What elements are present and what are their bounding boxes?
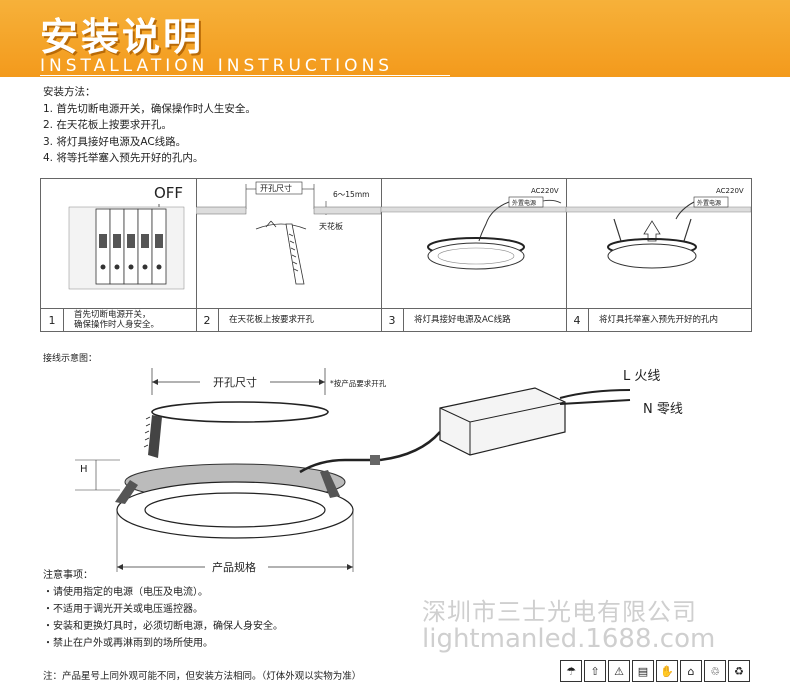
live-wire-label: L 火线 [623,369,660,384]
wiring-heading: 接线示意图： [43,354,98,364]
step-caption-2-line1: 在天花板上按要求开孔 [229,315,315,325]
insert-lamp-illustration: AC220V 外置电源 [565,187,752,269]
driver-label-4: 外置电源 [697,199,721,207]
page-subtitle: INSTALLATION INSTRUCTIONS [40,56,394,76]
steps-panel-strip: OFF 1 [40,178,752,332]
step-number-4: 4 [566,309,589,331]
step-caption-4-line1: 将灯具托举塞入预先开好的孔内 [599,315,719,325]
notes-heading: 注意事项： [43,570,93,581]
method-step-2: 2. 在天花板上按要求开孔。 [43,119,172,131]
neutral-wire-label: N 零线 [643,402,683,417]
step-caption-2: 2 在天花板上按要求开孔 [196,308,381,331]
recycle-icon: ♲ [704,660,726,682]
method-heading: 安装方法： [43,86,96,98]
step-caption-1-line2: 确保操作时人身安全。 [74,320,160,330]
note-item-1: ・请使用指定的电源（电压及电流）。 [43,587,208,598]
step-caption-1-line1: 首先切断电源开关， [74,310,151,320]
notes-section: 注意事项： ・请使用指定的电源（电压及电流）。 ・不适用于调光开关或电压遥控器。… [43,567,283,652]
watermark-company: 深圳市三士光电有限公司 [422,598,697,626]
step-panel-2: 开孔尺寸 6～15mm 天花板 2 在天花板上按要求开孔 [195,179,382,331]
header-banner: 安装说明 INSTALLATION INSTRUCTIONS [0,0,790,77]
step-panel-3: AC220V 外置电源 3 将灯具接好电源及AC线路 [380,179,567,331]
watermark-url: lightmanled.1688.com [422,624,716,654]
installation-method: 安装方法： 1. 首先切断电源开关，确保操作时人生安全。 2. 在天花板上按要求… [43,84,256,167]
no-hook-icon: ⌂ [680,660,702,682]
method-step-4: 4. 将等托举塞入预先开好的孔内。 [43,152,204,164]
off-label: OFF [154,184,183,202]
subtitle-underline [40,75,450,76]
ceiling-label: 天花板 [319,221,343,231]
step-caption-3-line1: 将灯具接好电源及AC线路 [414,315,511,325]
driver-label-3: 外置电源 [512,199,536,207]
method-step-3: 3. 将灯具接好电源及AC线路。 [43,135,187,148]
ceiling-cut-illustration: 开孔尺寸 6～15mm 天花板 [195,181,382,285]
step-number-3: 3 [381,309,404,331]
ac-label-3: AC220V [531,187,559,195]
step-number-2: 2 [196,309,219,331]
step-caption-3: 3 将灯具接好电源及AC线路 [381,308,566,331]
this-way-up-icon: ⇧ [584,660,606,682]
step-caption-4: 4 将灯具托举塞入预先开好的孔内 [566,308,751,331]
gap-label: 6～15mm [333,190,369,199]
spec-size-text: 产品规格 [212,560,256,574]
step-number-1: 1 [41,309,64,331]
h-label: H [80,464,88,475]
step-panel-4: AC220V 外置电源 4 将灯具托举塞入预先开好的孔内 [565,179,752,331]
breaker-illustration: OFF [68,184,185,290]
handle-care-icon: ✋ [656,660,678,682]
note-item-4: ・禁止在户外或再淋雨到的场所使用。 [43,638,213,649]
recycle-bin-icon: ♻ [728,660,750,682]
note-item-2: ・不适用于调光开关或电压遥控器。 [43,604,203,615]
note-item-3: ・安装和更换灯具时，必须切断电源，确保人身安全。 [43,621,283,632]
hole-note-text: *按产品要求开孔 [330,378,387,388]
stack-limit-icon: ▤ [632,660,654,682]
hole-size-text: 开孔尺寸 [213,375,257,389]
fragile-icon: ⚠ [608,660,630,682]
page-title: 安装说明 [40,15,205,59]
umbrella-icon: ☂ [560,660,582,682]
step-panel-1: OFF 1 [41,179,197,331]
step-caption-1: 1 首先切断电源开关， 确保操作时人身安全。 [41,308,196,331]
packaging-symbols: ☂ ⇧ ⚠ ▤ ✋ ⌂ ♲ ♻ [560,660,750,682]
wiring-diagram: 开孔尺寸 *按产品要求开孔 H 产品规格 L 火线 N 零线 [75,368,683,574]
hole-size-label: 开孔尺寸 [260,183,292,193]
footnote: 注：产品星号上同外观可能不同，但安装方法相同。（灯体外观以实物为准） [43,671,362,682]
ac-label-4: AC220V [716,187,744,195]
method-step-1: 1. 首先切断电源开关，确保操作时人生安全。 [43,102,256,115]
wiring-connect-illustration: AC220V 外置电源 [380,187,567,270]
